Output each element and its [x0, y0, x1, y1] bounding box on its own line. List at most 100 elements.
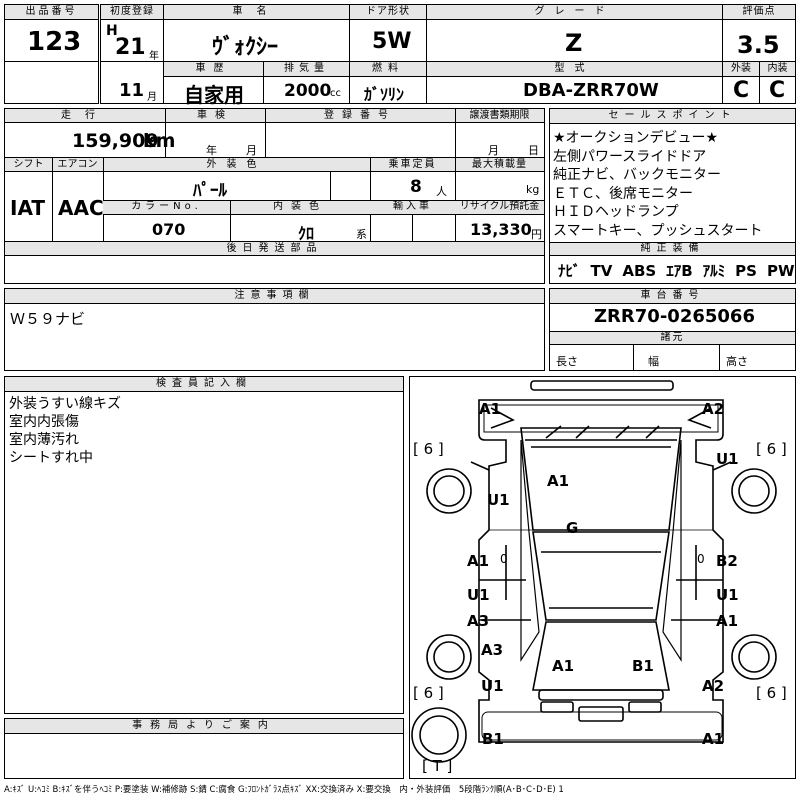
inspector-notes: 外装うすい線キズ室内内張傷室内薄汚れシートすれ中 [9, 395, 121, 467]
door-label: ドア形状 [350, 5, 426, 20]
notes-box: 注意事項欄 Ｗ５９ナビ [4, 288, 545, 371]
load-label: 最大積載量 [472, 159, 527, 170]
displacement-label: 排気量 [264, 62, 349, 77]
equipment-item: PW [766, 262, 795, 280]
sales-points-label: セールスポイント [550, 109, 795, 124]
mark-door-rear-left-u1: U1 [467, 586, 490, 604]
lot-number-value: 123 [27, 27, 82, 57]
sales-point-item: ＥＴＣ、後席モニター [553, 185, 693, 202]
registration-month-cell: 11 月 [100, 61, 164, 104]
mark-quarter-right-a2: A2 [702, 677, 725, 695]
equipment-item: ｱﾙﾐ [702, 262, 726, 280]
shift-label: シフト [13, 159, 44, 170]
interior-grade-value: C [769, 78, 786, 103]
mark-quarter-left-a3: A3 [481, 641, 504, 659]
fuel-cell: 燃料 ｶﾞｿﾘﾝ [349, 61, 427, 104]
height-label: 高さ [726, 355, 748, 368]
chassis-label: 車台番号 [550, 289, 795, 304]
mark-quarter-left-u1: U1 [481, 677, 504, 695]
recycle-unit: 円 [531, 228, 542, 241]
chassis-box: 車台番号 ZRR70-0265066 諸元 長さ 幅 高さ [549, 288, 796, 371]
spec-label: 諸元 [660, 332, 685, 343]
displacement-value: 2000 [284, 81, 332, 101]
interior-color-value: ｸﾛ [298, 224, 315, 243]
office-label: 事務局よりご案内 [5, 719, 403, 734]
vehicle-info-block [4, 108, 545, 284]
score-label: 評価点 [723, 5, 795, 20]
mileage-label: 走行 [61, 110, 109, 121]
exterior-grade-value: C [733, 78, 750, 103]
sales-point-item: 左側パワースライドドア [553, 148, 707, 165]
capacity-label: 乗車定員 [388, 159, 437, 170]
fuel-value: ｶﾞｿﾘﾝ [364, 85, 405, 104]
mark-rear-right: A1 [702, 730, 725, 748]
equipment-item: ﾅﾋﾞ [558, 262, 581, 280]
mark-trunk-b1: B1 [632, 657, 654, 675]
notes-text: Ｗ５９ナビ [10, 310, 86, 328]
sales-point-item: スマートキー、プッシュスタート [553, 222, 763, 239]
mark-door-front-right: B2 [716, 552, 738, 570]
inspector-note-line: 室内内張傷 [9, 414, 79, 430]
displacement-cell: 排気量 2000 cc [263, 61, 350, 104]
history-label: 車歴 [164, 62, 263, 77]
car-name-label: 車名 [164, 5, 349, 20]
mark-trunk-a1: A1 [552, 657, 575, 675]
shift-value: IAT [10, 196, 46, 220]
mark-hood: A1 [547, 472, 570, 490]
car-name-value: ｳﾞｫｸｼｰ [212, 35, 279, 60]
recycle-value: 13,330 [470, 220, 532, 239]
door-value: 5W [372, 29, 412, 54]
lot-number-label: 出品番号 [5, 5, 98, 20]
lot-extra-cell [4, 61, 99, 104]
spare-tire-mark: [ T ] [422, 757, 453, 775]
sales-point-item: ★オークションデビュー★ [553, 130, 719, 146]
grade-value: Z [565, 29, 583, 57]
equipment-item: ｴｱB [666, 262, 693, 280]
colorno-label: カラーNo. [131, 201, 202, 212]
mileage-unit: km [143, 130, 176, 152]
inspector-label: 検査員記入欄 [5, 377, 403, 392]
colorno-value: 070 [152, 220, 186, 239]
regno-label: 登録番号 [324, 110, 396, 121]
equipment-item: PS [735, 262, 757, 280]
score-cell: 評価点 3.5 [722, 4, 796, 62]
exterior-grade-label: 外装 [723, 62, 759, 77]
registration-year: 21 [115, 35, 146, 60]
interior-color-unit: 系 [356, 228, 367, 241]
mark-front-left: A1 [479, 400, 502, 418]
chassis-value: ZRR70-0265066 [594, 306, 755, 327]
equipment-label: 純正装備 [640, 243, 705, 254]
equipment-item: ABS [622, 262, 657, 280]
equipment-item: TV [590, 262, 613, 280]
ac-value: AAC [58, 196, 104, 220]
history-value: 自家用 [184, 83, 244, 107]
tire-front-left: [ 6 ] [413, 440, 444, 458]
inspection-label: 車検 [197, 110, 233, 121]
color-value: ﾊﾟｰﾙ [193, 181, 227, 201]
equipment-list: ﾅﾋﾞ TV ABS ｴｱB ｱﾙﾐ PS PW [558, 260, 800, 281]
inspector-note-line: 室内薄汚れ [9, 432, 79, 448]
grade-cell: グレード Z [426, 4, 723, 62]
color-label: 外装色 [206, 159, 267, 170]
interior-grade-cell: 内装 C [759, 61, 796, 104]
inspection-year-unit: 年 [206, 144, 217, 157]
capacity-value: 8 [410, 177, 422, 197]
era-mark: H [106, 23, 118, 39]
mark-rear-left: B1 [482, 730, 504, 748]
mark-fender-right: U1 [716, 450, 739, 468]
mark-fender-left: U1 [487, 491, 510, 509]
capacity-unit: 人 [436, 185, 447, 198]
interior-grade-label: 内装 [760, 62, 795, 77]
grade-label: グレード [427, 5, 722, 20]
mark-door-front-left: A1 [467, 552, 490, 570]
registration-month: 11 [119, 80, 145, 101]
exterior-grade-cell: 外装 C [722, 61, 760, 104]
mark-door-rear-right-a1: A1 [716, 612, 739, 630]
import-label: 輸入車 [393, 201, 432, 212]
mark-front-right: A2 [702, 400, 725, 418]
width-label: 幅 [648, 355, 659, 368]
transfer-label: 譲渡書類期限 [469, 110, 530, 121]
length-label: 長さ [556, 355, 578, 368]
damage-legend: A:ｷｽﾞ U:ﾍｺﾐ B:ｷｽﾞを伴うﾍｺﾐ P:要塗装 W:補修跡 S:錆 … [4, 785, 564, 795]
